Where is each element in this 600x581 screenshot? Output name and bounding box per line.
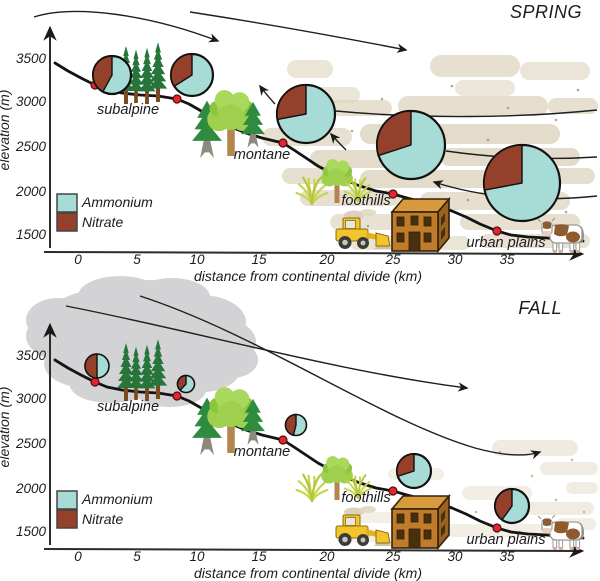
spruce-tree [148,42,168,102]
sampling-site-dot [172,94,182,104]
site-label-subalpine: subalpine [97,399,159,415]
x-tick: 30 [447,549,463,564]
pie-fall-foothills-nitrate-wedge [396,453,415,477]
x-tick: 5 [133,549,141,564]
y-tick: 2500 [15,139,47,154]
y-tick: 3000 [16,391,47,406]
x-tick: 0 [74,549,82,564]
x-tick: 20 [318,549,335,564]
x-tick: 15 [251,252,267,267]
y-tick: 3000 [16,94,47,109]
y-tick: 1500 [16,524,47,539]
y-tick: 1500 [16,227,47,242]
base-spring: 3500 3000 2500 2000 1500 elevation (m) 0… [0,25,585,284]
pie-charts-spring [91,52,562,223]
site-label-foothills: foothills [341,490,390,506]
wind-arrow [139,295,542,460]
x-tick: 35 [499,549,515,564]
y-tick: 2000 [15,481,47,496]
pie-fall-montane-nitrate-wedge [284,413,297,436]
pie-spring-subalpine_upper-nitrate-wedge [92,55,113,93]
sampling-site-dot [90,377,100,387]
x-tick: 5 [133,252,141,267]
y-axis-label: elevation (m) [0,90,12,171]
legend-fall: Ammonium Nitrate [56,490,153,529]
panel-title-fall: FALL [518,298,562,318]
x-tick: 25 [384,549,401,564]
y-tick: 2000 [15,184,47,199]
building [391,495,450,549]
wind-arrow [33,10,220,43]
legend-swatch-nitrate [56,509,78,529]
pie-spring-subalpine_lower-nitrate-wedge [170,53,193,87]
upslope-arrow [259,84,276,105]
x-tick: 10 [189,549,205,564]
x-axis-label: distance from continental divide (km) [194,565,422,581]
x-tick: 10 [189,252,205,267]
legend-swatch-ammonium [56,193,78,213]
sampling-site-dot [278,435,288,445]
wind-arrow [189,11,408,53]
base-fall: 3500 3000 2500 2000 1500 elevation (m) 0… [0,322,585,581]
legend-spring: Ammonium Nitrate [56,193,153,232]
y-tick: 3500 [16,51,47,66]
site-label-montane: montane [234,444,290,460]
x-tick: 30 [447,252,463,267]
y-axis-label: elevation (m) [0,387,12,468]
legend-label-nitrate: Nitrate [82,511,123,527]
haze-flow-line [335,109,598,118]
x-tick: 15 [251,549,267,564]
y-tick: 3500 [16,348,47,363]
legend-swatch-ammonium [56,490,78,510]
panel-title-spring: SPRING [510,2,582,22]
pie-fall-subalpine_lower-nitrate-wedge [176,374,187,391]
sampling-site-dot [172,391,182,401]
x-tick: 20 [318,252,335,267]
legend-label-ammonium: Ammonium [81,491,153,507]
x-axis-label: distance from continental divide (km) [194,268,422,284]
legend-label-ammonium: Ammonium [81,194,153,210]
wind-arrows-fall [65,295,542,460]
pie-spring-foothills-nitrate-wedge [376,110,412,157]
pie-spring-urban_plains-nitrate-wedge [483,144,523,191]
site-label-foothills: foothills [341,193,390,209]
x-tick: 0 [74,252,82,267]
site-label-montane: montane [234,147,290,163]
sampling-site-dot [492,226,502,236]
x-axis [43,544,585,558]
legend-swatch-nitrate [56,212,78,232]
pie-fall-urban_plains-nitrate-wedge [494,488,513,521]
legend-label-nitrate: Nitrate [82,214,123,230]
x-axis [43,247,585,261]
sampling-site-dot [492,523,502,533]
pie-charts-fall [84,353,531,525]
building [391,198,450,252]
pie-spring-montane-nitrate-wedge [276,84,307,121]
pie-fall-subalpine_upper-nitrate-wedge [84,353,98,379]
panel-spring: 3500 3000 2500 2000 1500 elevation (m) 0… [0,2,598,284]
site-label-urban-plains: urban plains [467,532,546,548]
site-label-urban-plains: urban plains [467,235,546,251]
site-label-subalpine: subalpine [97,102,159,118]
x-tick: 35 [499,252,515,267]
y-tick: 2500 [15,436,47,451]
x-tick: 25 [384,252,401,267]
panel-fall: 3500 3000 2500 2000 1500 elevation (m) 0… [0,276,598,581]
sampling-site-dot [278,138,288,148]
upslope-arrow [329,132,347,151]
